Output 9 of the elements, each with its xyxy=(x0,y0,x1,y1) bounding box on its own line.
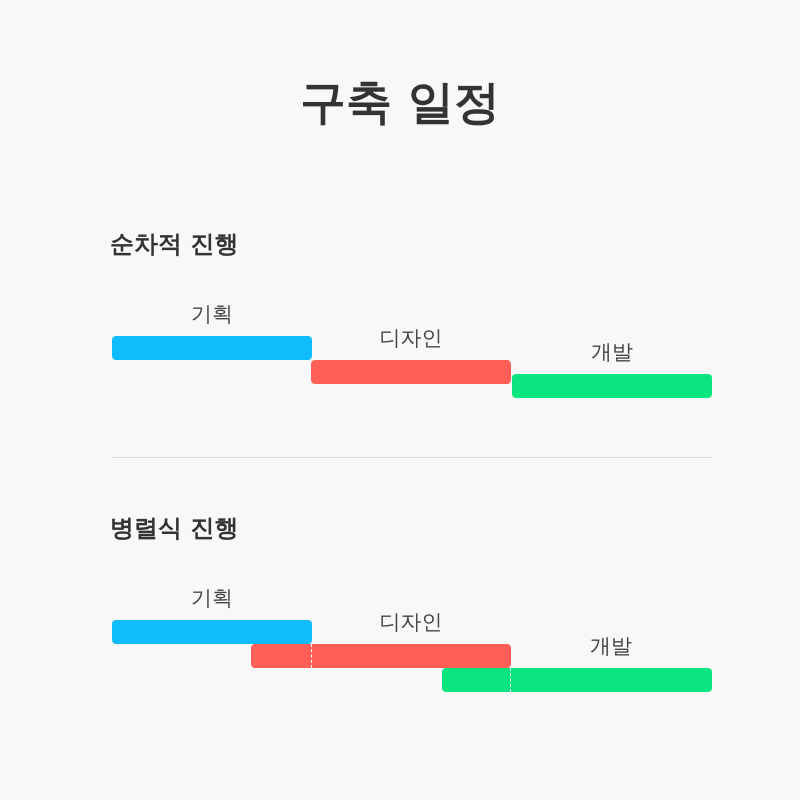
bar-label: 기획 xyxy=(191,301,233,328)
bar-label: 기획 xyxy=(191,585,233,612)
bar-label: 디자인 xyxy=(380,325,442,352)
bar-label: 개발 xyxy=(591,339,633,366)
bar-label: 디자인 xyxy=(380,609,442,636)
title: 구축 일정 xyxy=(298,74,501,131)
section-heading: 병렬식 진행 xyxy=(110,513,238,544)
bar-label: 개발 xyxy=(590,633,632,660)
section-heading: 순차적 진행 xyxy=(110,229,238,260)
